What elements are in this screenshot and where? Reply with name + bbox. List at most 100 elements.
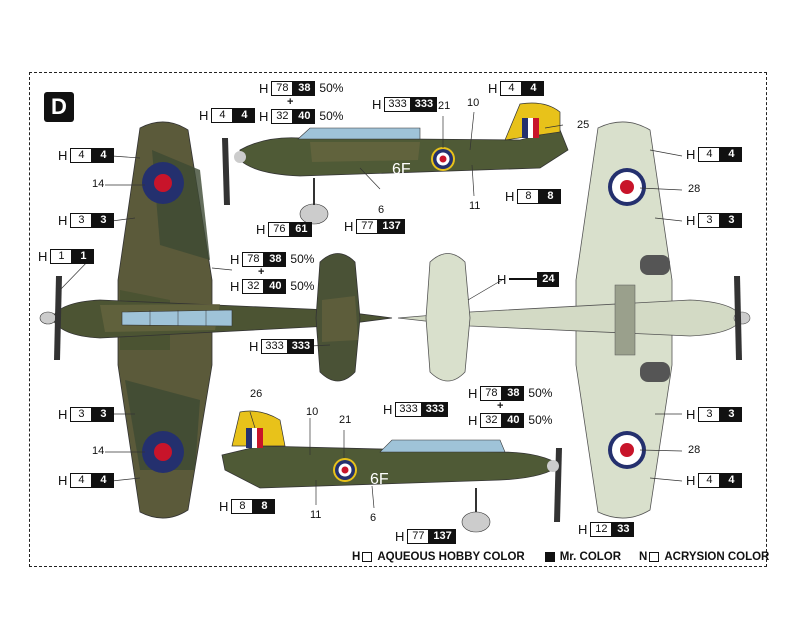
code-prefix: H (686, 406, 696, 422)
code-hobby: 4 (70, 472, 93, 488)
code-prefix: H (578, 521, 588, 537)
decal-number: 21 (339, 414, 352, 426)
code-hobby: 32 (480, 412, 503, 428)
legend-label: ACRYSION COLOR (664, 551, 770, 563)
color-code: H 24 (497, 271, 560, 287)
code-mr: 33 (612, 521, 635, 537)
code-hobby: 3 (70, 212, 93, 228)
code-percent: 50% (319, 81, 344, 95)
code-mr: 4 (720, 146, 743, 162)
code-percent: 50% (528, 386, 553, 400)
legend-item-acrysion: N ACRYSION COLOR (639, 551, 769, 563)
code-prefix: H (230, 278, 240, 294)
decal-number: 11 (310, 509, 322, 521)
code-prefix: H (488, 80, 498, 96)
legend-prefix: H (352, 551, 361, 563)
code-hobby: 4 (698, 146, 721, 162)
code-prefix: H (58, 212, 68, 228)
sheet-letter-badge: D (44, 92, 74, 122)
code-mr: 137 (378, 218, 405, 234)
code-hobby: 4 (211, 107, 234, 123)
decal-number: 6 (370, 512, 377, 524)
code-percent: 50% (528, 413, 553, 427)
code-prefix: H (468, 412, 478, 428)
decal-number: 11 (469, 200, 481, 212)
legend-item-mr-color: Mr. COLOR (543, 551, 621, 563)
code-hobby: 3 (70, 406, 93, 422)
code-hobby: 77 (356, 218, 379, 234)
code-mr: 40 (502, 412, 525, 428)
code-mr: 38 (293, 80, 316, 96)
code-prefix: H (256, 221, 266, 237)
code-mr: 24 (537, 271, 560, 287)
code-hobby: 333 (261, 338, 288, 354)
code-hobby: 3 (698, 212, 721, 228)
code-hobby: 8 (231, 498, 254, 514)
code-mr: 3 (720, 212, 743, 228)
code-hobby: 4 (698, 472, 721, 488)
code-hobby: 78 (271, 80, 294, 96)
code-prefix: H (395, 528, 405, 544)
code-prefix: H (58, 147, 68, 163)
fuselage-code-bottom: 6F (370, 471, 389, 488)
code-hobby: 4 (500, 80, 523, 96)
code-hobby: 32 (271, 108, 294, 124)
code-percent: 50% (319, 109, 344, 123)
legend-label: AQUEOUS HOBBY COLOR (377, 551, 525, 563)
legend-prefix: N (639, 551, 648, 563)
code-mr: 38 (264, 251, 287, 267)
code-prefix: H (468, 385, 478, 401)
code-prefix: H (686, 472, 696, 488)
code-hobby (509, 278, 538, 280)
code-hobby: 78 (480, 385, 503, 401)
decal-number: 28 (688, 183, 701, 195)
code-mr: 3 (92, 406, 115, 422)
code-percent: 50% (290, 279, 315, 293)
fuselage-code-top: 6F (392, 161, 411, 178)
code-prefix: H (686, 146, 696, 162)
code-hobby: 77 (407, 528, 430, 544)
code-prefix: H (505, 188, 515, 204)
code-prefix: H (497, 271, 507, 287)
code-mr: 333 (287, 338, 315, 354)
code-hobby: 78 (242, 251, 265, 267)
code-mr: 3 (720, 406, 743, 422)
leader-lines (59, 111, 683, 509)
decal-number: 6 (378, 204, 385, 216)
code-prefix: H (372, 96, 382, 112)
side-view-starboard: 6F (221, 410, 562, 533)
code-prefix: H (230, 251, 240, 267)
code-mr: 137 (429, 528, 456, 544)
code-prefix: H (259, 80, 269, 96)
code-mr: 8 (253, 498, 276, 514)
decal-number: 21 (438, 100, 451, 112)
code-prefix: H (38, 248, 48, 264)
code-hobby: 3 (698, 406, 721, 422)
code-hobby: 333 (384, 96, 411, 112)
code-hobby: 32 (242, 278, 265, 294)
decal-number: 10 (467, 97, 480, 109)
legend-box-icon (362, 552, 373, 562)
code-hobby: 333 (395, 401, 422, 417)
code-mr: 1 (72, 248, 95, 264)
code-prefix: H (344, 218, 354, 234)
code-hobby: 76 (268, 221, 291, 237)
code-mr: 333 (410, 96, 438, 112)
sheet-border (29, 72, 767, 567)
plus-sign: + (287, 96, 294, 108)
code-hobby: 1 (50, 248, 73, 264)
